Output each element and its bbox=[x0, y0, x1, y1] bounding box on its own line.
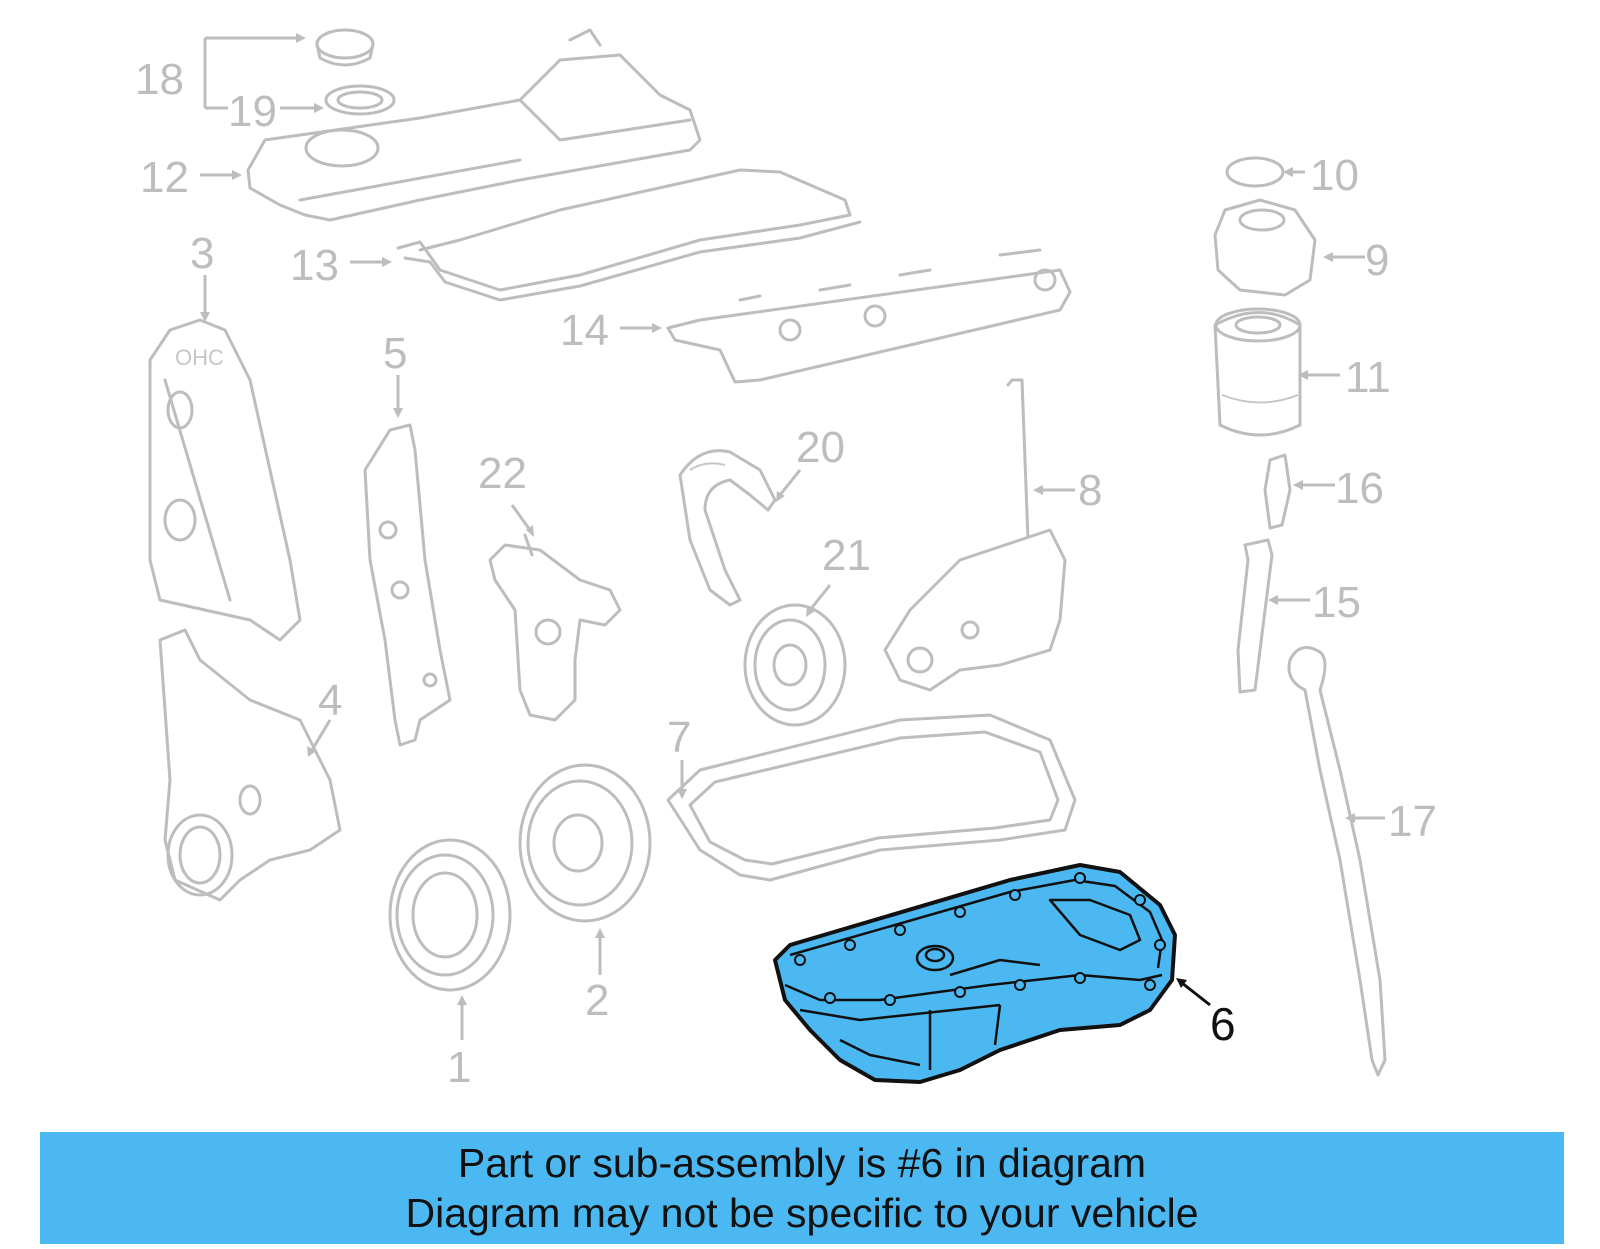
callout-7: 7 bbox=[667, 713, 691, 762]
callout-4: 4 bbox=[318, 676, 342, 725]
backing-plate bbox=[363, 423, 452, 747]
tensioner bbox=[488, 533, 622, 722]
timing-cover-lower bbox=[158, 628, 342, 902]
timing-cover-upper: OHC bbox=[148, 318, 302, 642]
valve-cover bbox=[246, 28, 702, 222]
callout-10: 10 bbox=[1310, 151, 1359, 200]
callout-16: 16 bbox=[1335, 464, 1384, 513]
banner-line-part: Part or sub-assembly is #6 in diagram bbox=[457, 1140, 1147, 1186]
callout-19: 19 bbox=[228, 87, 277, 136]
timing-belt bbox=[678, 449, 777, 607]
oil-pump bbox=[883, 378, 1067, 692]
callout-8: 8 bbox=[1078, 466, 1102, 515]
idler-pulley bbox=[743, 603, 847, 727]
dipstick-tube-top bbox=[1263, 453, 1292, 530]
oil-filler-cap bbox=[315, 28, 396, 116]
oil-pan-highlighted bbox=[773, 863, 1177, 1084]
callout-11: 11 bbox=[1345, 353, 1391, 402]
callout-17: 17 bbox=[1388, 797, 1437, 846]
callout-2: 2 bbox=[585, 976, 609, 1025]
engine-cover bbox=[666, 248, 1072, 384]
filter-housing bbox=[1213, 198, 1317, 297]
callout-20: 20 bbox=[796, 423, 845, 472]
callout-14: 14 bbox=[560, 306, 609, 355]
valve-cover-gasket bbox=[396, 168, 862, 302]
info-banner: Part or sub-assembly is #6 in diagram Di… bbox=[40, 1132, 1564, 1244]
callout-3: 3 bbox=[190, 229, 214, 278]
crankshaft-sprocket bbox=[388, 838, 512, 992]
callout-1: 1 bbox=[447, 1043, 471, 1092]
callout-12: 12 bbox=[140, 153, 189, 202]
oil-filter bbox=[1213, 307, 1302, 437]
o-ring bbox=[1225, 156, 1285, 188]
callout-9: 9 bbox=[1365, 236, 1389, 285]
callout-13: 13 bbox=[290, 241, 339, 290]
dipstick-tube bbox=[1236, 538, 1274, 694]
banner-line-disclaimer: Diagram may not be specific to your vehi… bbox=[405, 1190, 1199, 1236]
crankshaft-pulley bbox=[518, 763, 652, 923]
callout-22: 22 bbox=[478, 449, 527, 498]
callout-18: 18 bbox=[135, 55, 184, 104]
svg-text:OHC: OHC bbox=[175, 345, 224, 370]
callout-15: 15 bbox=[1312, 578, 1361, 627]
callout-6: 6 bbox=[1210, 998, 1236, 1050]
dipstick bbox=[1287, 646, 1387, 1077]
callout-21: 21 bbox=[822, 531, 871, 580]
oil-pan-gasket bbox=[666, 713, 1077, 882]
callout-5: 5 bbox=[383, 329, 407, 378]
